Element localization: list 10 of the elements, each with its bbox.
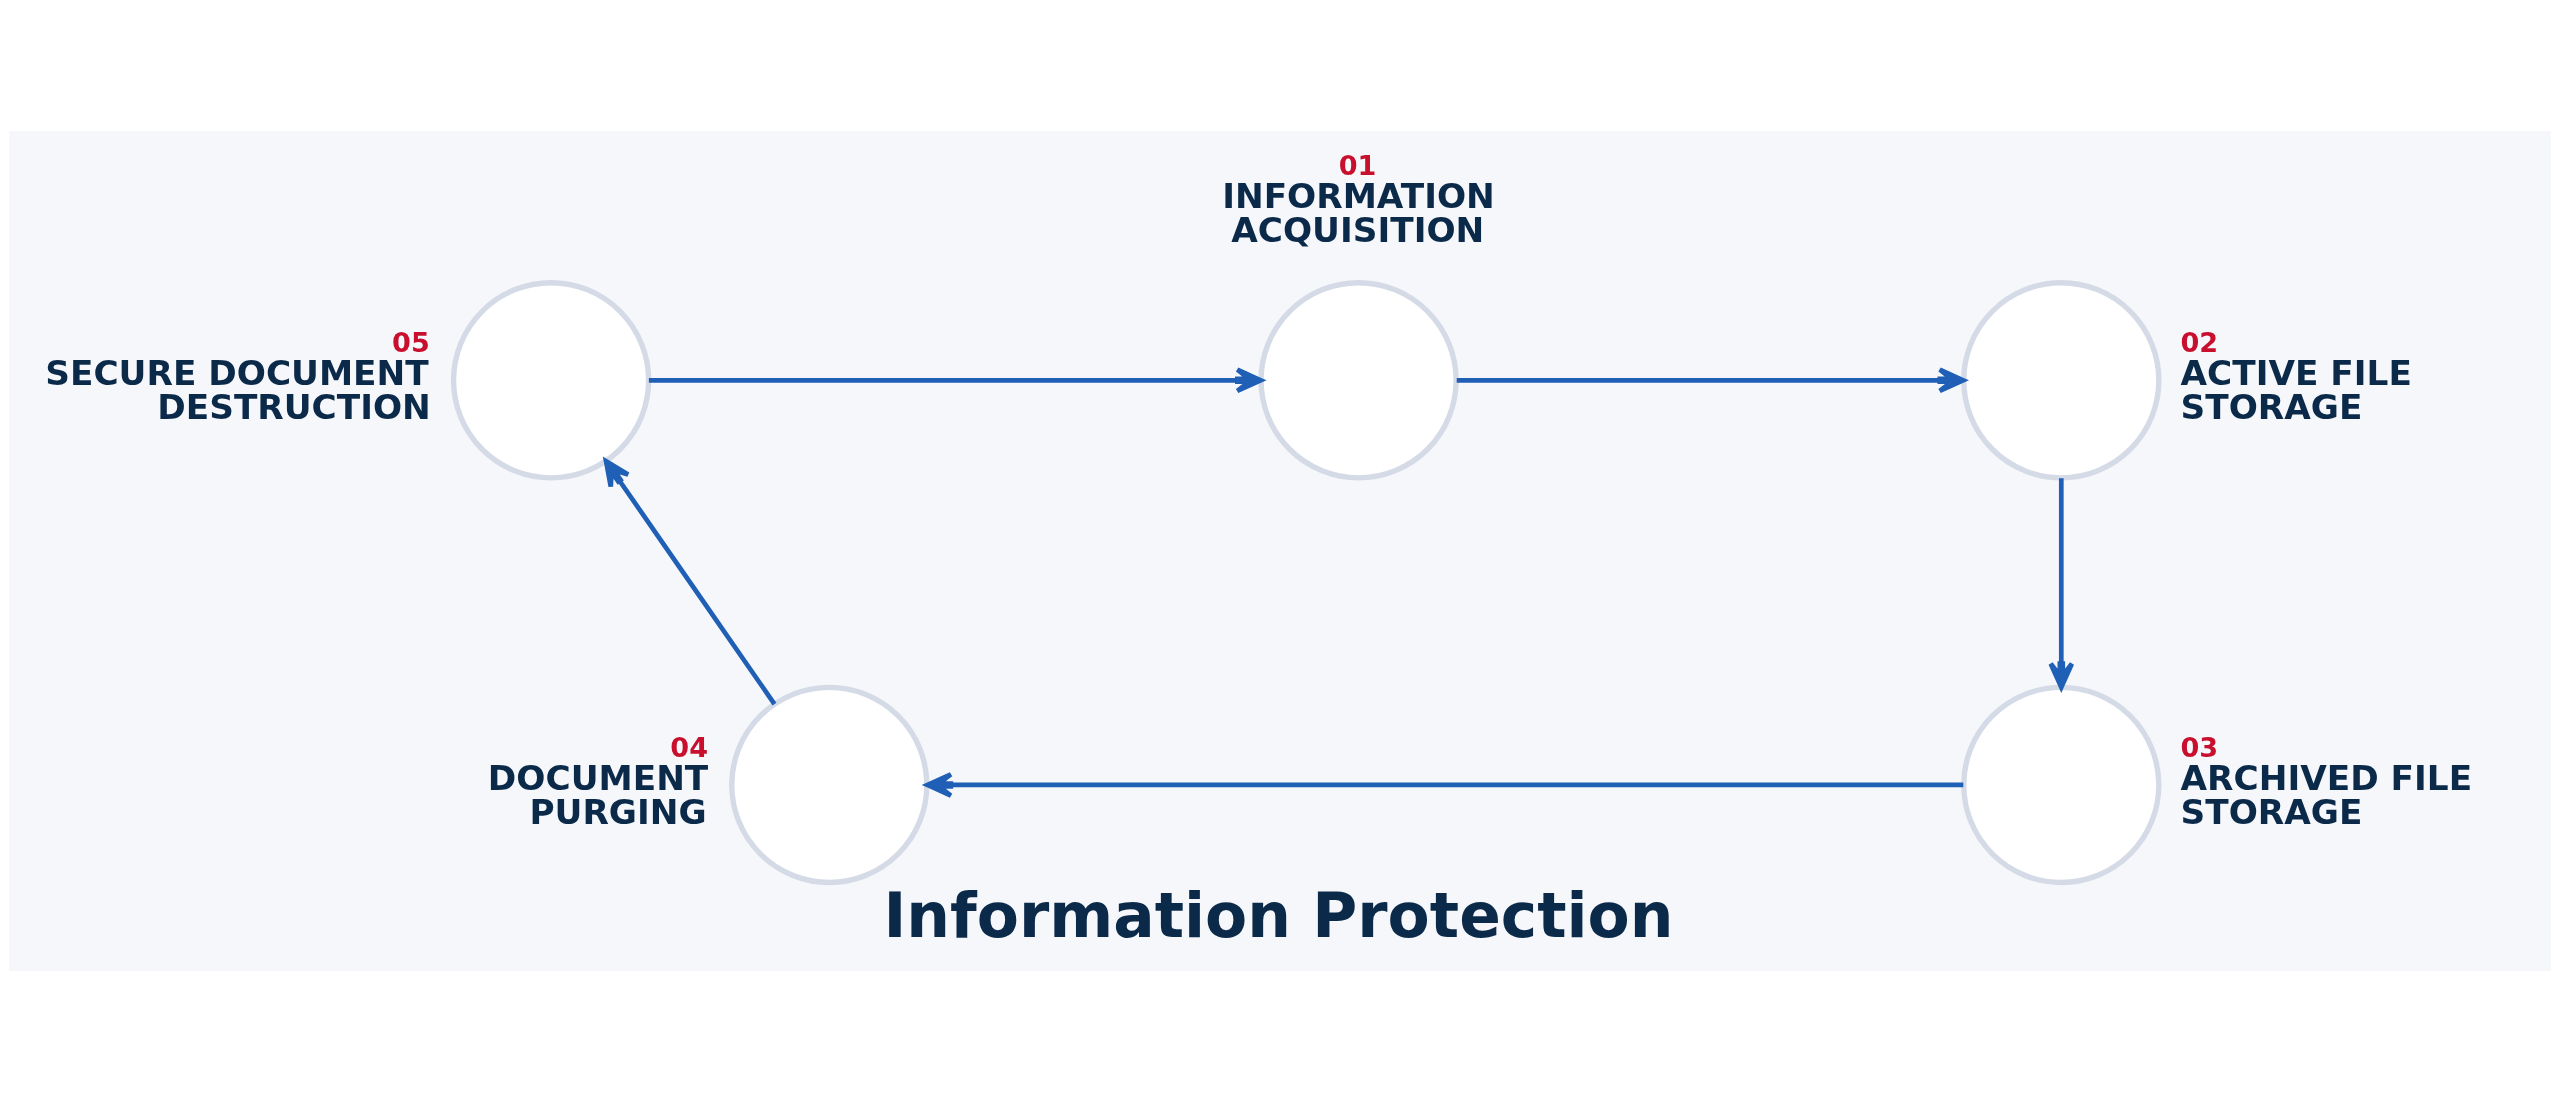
diagram-title: Information Protection — [883, 879, 1674, 951]
node-circle — [450, 279, 652, 481]
node-circle — [1961, 684, 2162, 885]
arrow — [603, 458, 777, 705]
arrow — [648, 366, 1264, 393]
node-circle — [1258, 279, 1459, 481]
node-circle — [729, 684, 930, 885]
node-circle — [1961, 279, 2162, 481]
arrow — [925, 771, 1964, 798]
arrow — [1456, 366, 1966, 393]
